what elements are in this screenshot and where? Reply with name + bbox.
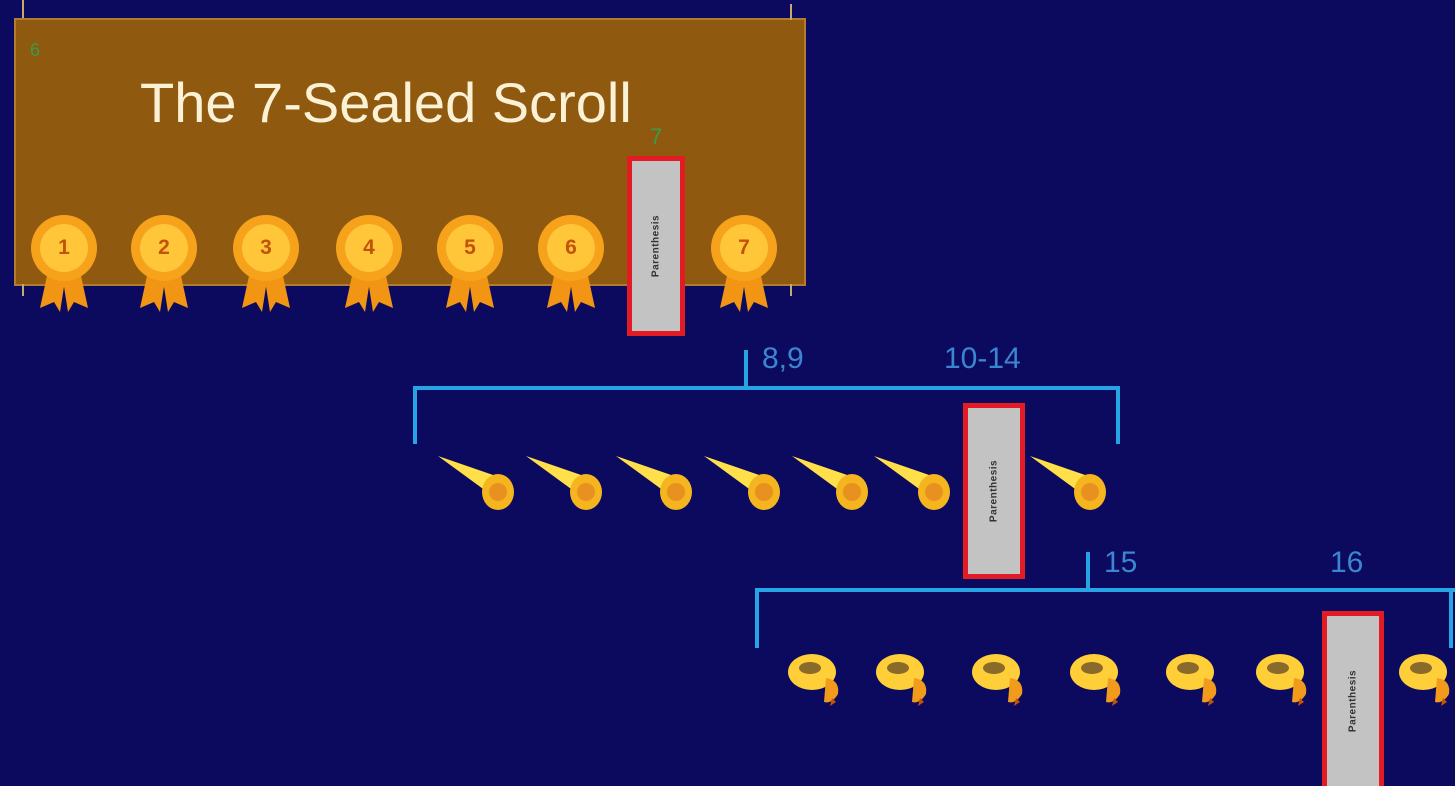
trumpet-7 [1028, 452, 1110, 512]
seal-3: 3 [230, 212, 302, 322]
trumpet-bracket-right-leg [1116, 386, 1120, 444]
seal-ribbon-icon [131, 215, 197, 312]
seal-1: 1 [28, 212, 100, 322]
seal-number: 6 [565, 236, 577, 259]
trumpet-bracket-bar [413, 386, 1120, 390]
bowl-icon [972, 654, 1023, 706]
scroll-rod-top-right [790, 4, 792, 20]
trumpet-icon [1030, 456, 1106, 510]
scroll-rod-top-left [22, 0, 24, 18]
scroll-title: The 7-Sealed Scroll [140, 71, 632, 134]
seal-number: 7 [738, 236, 750, 259]
seal-2: 2 [128, 212, 200, 322]
parenthesis-label: Parenthesis [988, 459, 1000, 523]
trumpet-4 [702, 452, 784, 512]
trumpet-5 [790, 452, 872, 512]
trumpet-parenthesis-box: Parenthesis [963, 403, 1025, 579]
bowl-1 [786, 650, 850, 706]
trumpet-bracket-left-label: 8,9 [762, 342, 804, 375]
seal-ribbon-icon [31, 215, 97, 312]
seal-4: 4 [333, 212, 405, 322]
trumpet-2 [524, 452, 606, 512]
trumpet-1 [436, 452, 518, 512]
trumpet-icon [704, 456, 780, 510]
parenthesis-label: Parenthesis [650, 214, 662, 278]
scroll-corner-number: 6 [30, 40, 41, 60]
trumpet-bracket-right-label: 10-14 [944, 342, 1021, 375]
bowl-2 [874, 650, 938, 706]
seal-5: 5 [434, 212, 506, 322]
bowl-4 [1068, 650, 1132, 706]
bowl-3 [970, 650, 1034, 706]
bowl-6 [1254, 650, 1318, 706]
bowl-bracket-left-label: 15 [1104, 546, 1138, 579]
bowl-bracket-right-leg [1449, 588, 1453, 648]
seal-number: 1 [58, 236, 70, 259]
trumpet-3 [614, 452, 696, 512]
trumpet-icon [526, 456, 602, 510]
trumpet-icon [616, 456, 692, 510]
bowl-icon [788, 654, 839, 706]
seal-number: 4 [363, 236, 375, 259]
bowl-bracket-right-label: 16 [1330, 546, 1364, 579]
bowl-bracket-bar [755, 588, 1455, 592]
seal-parenthesis-box: Parenthesis [627, 156, 685, 336]
trumpet-bracket-tick [744, 350, 748, 388]
bowl-icon [876, 654, 927, 706]
bowl-icon [1256, 654, 1307, 706]
trumpet-bracket-left-leg [413, 386, 417, 444]
seal-ribbon-icon [711, 215, 777, 312]
bowl-5 [1164, 650, 1228, 706]
bowl-bracket-left-leg [755, 588, 759, 648]
scroll-rod-bottom-left [22, 284, 24, 296]
trumpet-6 [872, 452, 954, 512]
scroll-rod-bottom-right [790, 284, 792, 296]
trumpet-icon [874, 456, 950, 510]
seal-ribbon-icon [538, 215, 604, 312]
bowl-parenthesis-box: Parenthesis [1322, 611, 1384, 786]
seal-number: 2 [158, 236, 170, 259]
seal-ribbon-icon [233, 215, 299, 312]
seal-6: 6 [535, 212, 607, 322]
bowl-icon [1399, 654, 1450, 706]
parenthesis-above-label: 7 [650, 124, 663, 149]
bowl-7 [1397, 650, 1455, 706]
trumpet-icon [438, 456, 514, 510]
seal-ribbon-icon [336, 215, 402, 312]
bowl-bracket-tick [1086, 552, 1090, 590]
seal-ribbon-icon [437, 215, 503, 312]
seal-number: 3 [260, 236, 272, 259]
parenthesis-label: Parenthesis [1347, 669, 1359, 733]
trumpet-icon [792, 456, 868, 510]
bowl-icon [1166, 654, 1217, 706]
bowl-icon [1070, 654, 1121, 706]
seal-7: 7 [708, 212, 780, 322]
seal-number: 5 [464, 236, 476, 259]
